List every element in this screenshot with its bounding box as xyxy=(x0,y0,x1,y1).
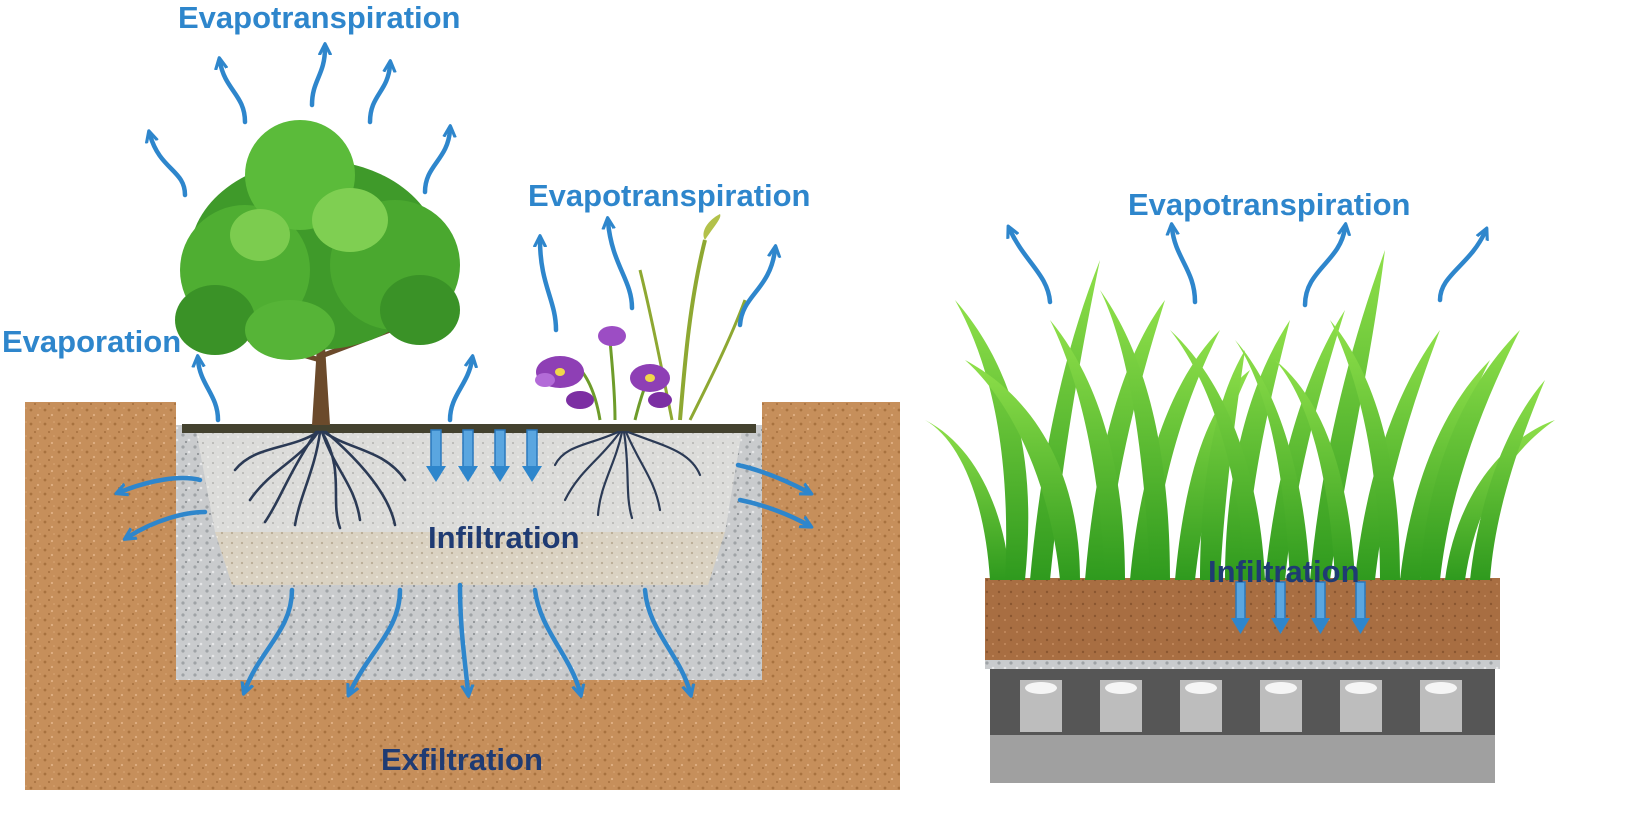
curved-arrow-down-icon xyxy=(350,587,403,692)
curved-arrow-up-icon xyxy=(1172,228,1198,305)
curved-arrow-up-icon xyxy=(309,48,325,108)
curved-arrow-up-icon xyxy=(367,65,390,125)
curved-arrow-up-icon xyxy=(1010,230,1053,305)
label-right-evapotranspiration: Evapotranspiration xyxy=(1128,187,1411,222)
label-evaporation: Evaporation xyxy=(2,324,181,359)
label-right-infiltration: Infiltration xyxy=(1208,554,1360,589)
mulch-surface xyxy=(182,424,756,433)
curved-arrow-up-icon xyxy=(220,62,248,125)
arrow-down-icon xyxy=(426,429,446,482)
arrow-down-icon xyxy=(1231,581,1250,634)
arrow-down-icon xyxy=(490,429,510,482)
curved-arrow-up-icon xyxy=(422,130,450,195)
lateral-exfiltration-arrows xyxy=(120,462,808,537)
filter-fabric xyxy=(985,660,1500,669)
curved-arrow-up-icon xyxy=(150,135,188,198)
green-roof xyxy=(925,250,1555,783)
arrow-down-icon xyxy=(1271,581,1290,634)
exfiltration-arrows xyxy=(245,582,690,692)
curved-arrow-up-icon xyxy=(737,250,775,328)
gravel-side-right xyxy=(708,425,762,585)
label-left-evapotranspiration-mid: Evapotranspiration xyxy=(528,178,811,213)
curved-arrow-up-icon xyxy=(540,240,559,333)
arrow-down-icon xyxy=(1311,581,1330,634)
flower-icon xyxy=(535,214,747,421)
sand-layer xyxy=(215,532,725,585)
right-evapotranspiration-arrows xyxy=(1010,228,1485,308)
curved-arrow-down-icon xyxy=(245,587,295,690)
curved-arrow-down-icon xyxy=(642,587,690,692)
curved-arrow-up-icon xyxy=(1302,228,1345,308)
label-left-evapotranspiration-top: Evapotranspiration xyxy=(178,0,461,35)
drainage-cells xyxy=(1020,680,1462,732)
gravel-storage-layer xyxy=(176,585,762,680)
label-exfiltration: Exfiltration xyxy=(381,742,543,777)
flower-roots xyxy=(553,430,702,520)
curved-arrow-right-icon xyxy=(737,497,808,525)
tree-icon xyxy=(175,120,460,425)
arrow-down-icon xyxy=(1351,581,1370,634)
left-infiltration-arrows xyxy=(426,429,542,482)
label-left-infiltration: Infiltration xyxy=(428,520,580,555)
gravel-side-left xyxy=(176,425,232,585)
curved-arrow-left-icon xyxy=(128,509,208,537)
curved-arrow-left-icon xyxy=(120,475,203,492)
curved-arrow-up-icon xyxy=(1437,232,1485,303)
curved-arrow-right-icon xyxy=(735,462,808,492)
roof-deck xyxy=(990,735,1495,783)
tree-roots xyxy=(233,430,407,530)
curved-arrow-up-icon xyxy=(198,360,221,423)
curved-arrow-down-icon xyxy=(532,587,580,692)
right-infiltration-arrows xyxy=(1231,581,1370,634)
curved-arrow-up-icon xyxy=(447,360,472,423)
left-evapotranspiration-arrows xyxy=(150,48,775,423)
curved-arrow-up-icon xyxy=(608,222,635,311)
arrow-down-icon xyxy=(522,429,542,482)
curved-arrow-down-icon xyxy=(457,582,468,692)
arrow-down-icon xyxy=(458,429,478,482)
drainage-layer xyxy=(990,668,1495,735)
grass-icon xyxy=(925,250,1555,580)
